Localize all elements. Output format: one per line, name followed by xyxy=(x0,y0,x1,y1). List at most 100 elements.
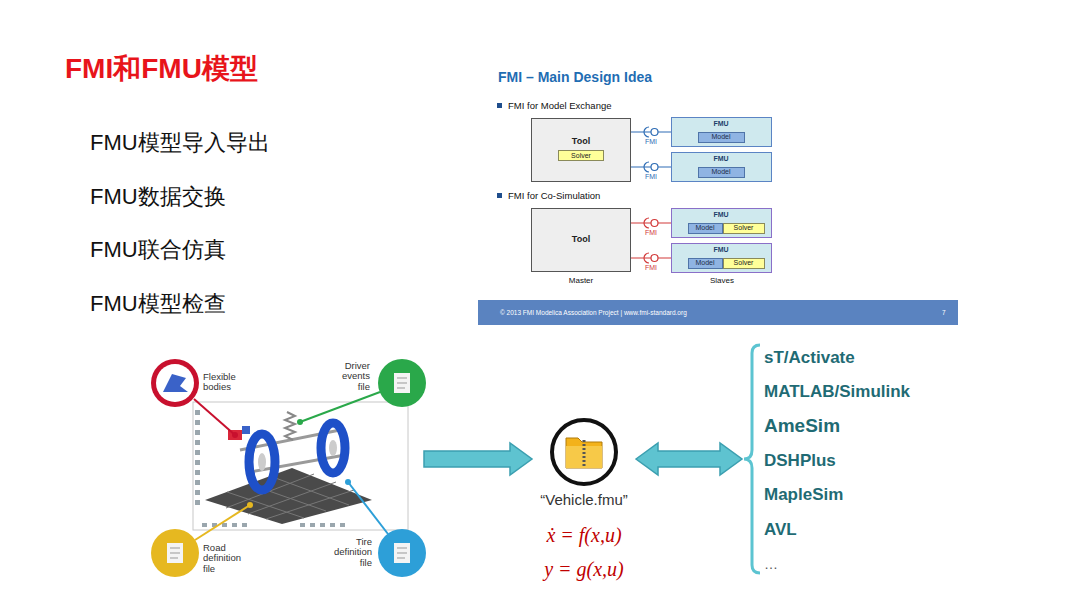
edge-label: FMI xyxy=(645,264,657,272)
callout-text: Tire definition file xyxy=(328,537,372,568)
vehicle-model-panel: Flexible bodiesDriver events fileRoad de… xyxy=(148,355,424,583)
art-shape xyxy=(397,383,407,384)
leader-line xyxy=(348,482,388,534)
callout-circle xyxy=(151,529,199,577)
bullet-item: FMU数据交换 xyxy=(90,184,226,210)
role-label: Master xyxy=(569,276,593,286)
block-arrow xyxy=(424,443,532,475)
art-shape xyxy=(397,388,405,389)
spring xyxy=(285,412,295,440)
figure-title: FMI – Main Design Idea xyxy=(498,69,652,86)
tool-name: AmeSim xyxy=(764,415,840,438)
tool-name: AVL xyxy=(764,520,797,540)
solver-box: Solver xyxy=(723,223,765,234)
art-shape xyxy=(195,440,200,445)
art-shape xyxy=(195,420,200,425)
folder-back xyxy=(566,438,602,468)
fmu-file: “Vehicle.fmu”ẋ = f(x,u)y = g(x,u) xyxy=(532,417,636,587)
art-shape xyxy=(270,476,349,505)
bullet-square xyxy=(497,193,502,198)
leader-dot xyxy=(247,502,253,508)
interface-socket xyxy=(644,253,649,263)
tool-name: sT/Activate xyxy=(764,348,855,368)
document-icon xyxy=(394,543,410,563)
bullet-item: FMU联合仿真 xyxy=(90,237,226,263)
tire xyxy=(249,434,275,490)
art-shape xyxy=(397,553,407,554)
bullet-square xyxy=(497,103,502,108)
box-text: Model xyxy=(695,224,714,232)
art-shape xyxy=(170,558,178,559)
art-shape xyxy=(195,500,200,505)
leader-dot xyxy=(345,479,351,485)
box-text: FMU xyxy=(713,211,728,219)
callout-inner xyxy=(156,364,194,402)
edge-label: FMI xyxy=(645,138,657,146)
art-shape xyxy=(195,430,200,435)
art-shape xyxy=(300,523,305,527)
solver-box: Solver xyxy=(558,150,604,161)
art-shape xyxy=(195,410,200,415)
edge-label: FMI xyxy=(645,173,657,181)
art-shape xyxy=(222,523,227,527)
footer-note: © 2013 FMI Modelica Association Project … xyxy=(500,309,687,317)
box-text: Model xyxy=(711,168,730,176)
art-shape xyxy=(266,490,354,519)
figure-bullet: FMI for Co-Simulation xyxy=(508,190,600,201)
fmu-box: FMUModel xyxy=(671,117,772,147)
interface-socket xyxy=(644,127,649,137)
part-icon xyxy=(163,374,188,392)
interface-ball xyxy=(651,255,658,262)
tool-name: MapleSim xyxy=(764,485,843,505)
callout-circle xyxy=(378,529,426,577)
art-shape xyxy=(170,548,180,549)
callout-text: Road definition file xyxy=(203,543,247,574)
leader-line xyxy=(194,399,235,435)
figure-panel xyxy=(478,62,958,325)
tool-list: sT/ActivateMATLAB/SimulinkAmeSimDSHPlusM… xyxy=(742,340,932,585)
block-arrow xyxy=(636,443,742,475)
box-text: Model xyxy=(695,259,714,267)
leader-dot xyxy=(297,419,303,425)
leader-line xyxy=(300,392,380,422)
edge-group xyxy=(636,443,742,475)
art-shape xyxy=(330,523,335,527)
bullet-item: FMU模型检查 xyxy=(90,291,226,317)
page-number: 7 xyxy=(942,309,946,317)
leader-line xyxy=(195,505,250,540)
art-shape xyxy=(242,523,247,527)
box-text: Solver xyxy=(734,224,754,232)
callout-circle xyxy=(378,359,426,407)
interface-ball xyxy=(651,220,658,227)
file-name: “Vehicle.fmu” xyxy=(540,491,628,509)
interface-ball xyxy=(651,164,658,171)
tool-box: ToolSolver xyxy=(531,118,631,182)
solver-box: Solver xyxy=(723,258,765,269)
slide-title: FMI和FMU模型 xyxy=(65,52,258,86)
fmu-box: FMUModel xyxy=(671,152,772,182)
bullet-item: FMU模型导入导出 xyxy=(90,130,270,156)
box-text: Tool xyxy=(572,234,590,245)
flexible-part xyxy=(242,426,250,434)
callout-circle xyxy=(151,359,199,407)
edge-group xyxy=(424,443,532,475)
art-shape xyxy=(227,492,304,518)
tool-box: Tool xyxy=(531,208,631,272)
callout-icons xyxy=(151,359,426,577)
road-surface xyxy=(205,468,372,524)
fmu-box: FMU Model Solver xyxy=(671,243,772,273)
icon-ring xyxy=(552,420,616,484)
interface-ball xyxy=(651,129,658,136)
document-lines xyxy=(170,378,407,558)
model-box: Model xyxy=(688,223,723,234)
box-text: FMU xyxy=(713,246,728,254)
edge-group xyxy=(631,253,671,263)
box-text: Model xyxy=(711,133,730,141)
vehicle-illustration xyxy=(193,402,408,530)
art-shape xyxy=(195,490,200,495)
art-shape xyxy=(195,480,200,485)
art-shape xyxy=(397,558,405,559)
art-shape xyxy=(195,460,200,465)
interface-socket xyxy=(644,218,649,228)
